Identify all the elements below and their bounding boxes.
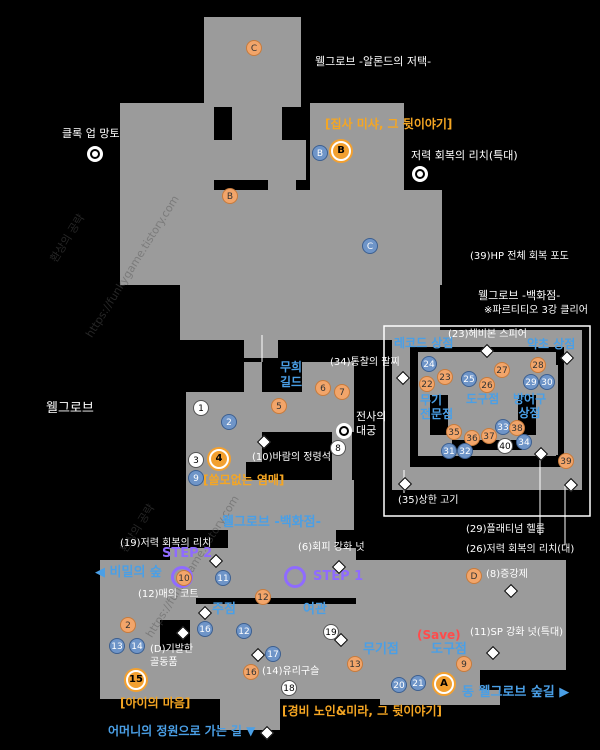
item-pin[interactable]: 12 bbox=[236, 623, 252, 639]
label-dance-guild: 무희 길드 bbox=[280, 360, 303, 389]
item-pin[interactable]: 39 bbox=[558, 453, 574, 469]
item-pin[interactable]: 9 bbox=[188, 470, 204, 486]
item-pin[interactable]: 14 bbox=[129, 638, 145, 654]
target-ring-cloak[interactable] bbox=[87, 146, 103, 162]
item-pin[interactable]: 13 bbox=[109, 638, 125, 654]
item-pin[interactable]: 24 bbox=[421, 356, 437, 372]
label-east-forest: 동 웰그로브 숲길 ▶ bbox=[462, 685, 570, 700]
label-mp-center: (19)저력 회복의 리치 bbox=[120, 538, 212, 549]
label-platinum: (29)플래티넘 헬름 bbox=[466, 524, 545, 535]
label-aldred-mansion: 웰그로브 -알론드의 저택- bbox=[315, 55, 432, 68]
item-pin[interactable]: 20 bbox=[391, 677, 407, 693]
item-pin[interactable]: 17 bbox=[265, 646, 281, 662]
item-pin[interactable]: B bbox=[312, 145, 328, 161]
item-pin[interactable]: 2 bbox=[120, 617, 136, 633]
label-hp-grape: (39)HP 전체 회복 포도 bbox=[470, 251, 569, 262]
label-mother-garden: 어머니의 정원으로 가는 길 ▼ bbox=[108, 724, 256, 738]
npc-marker-b[interactable]: B bbox=[331, 141, 351, 161]
item-pin[interactable]: 5 bbox=[271, 398, 287, 414]
item-pin[interactable]: 12 bbox=[255, 589, 271, 605]
npc-marker-15[interactable]: 15 bbox=[126, 670, 146, 690]
label-cloak: 클록 업 망토 bbox=[62, 127, 120, 140]
label-antique: (D)기발한 골동품 bbox=[150, 644, 194, 668]
item-pin[interactable]: 40 bbox=[497, 438, 513, 454]
item-pin[interactable]: 27 bbox=[494, 362, 510, 378]
item-pin[interactable]: 36 bbox=[464, 430, 480, 446]
item-pin[interactable]: 13 bbox=[347, 656, 363, 672]
item-pin[interactable]: 18 bbox=[281, 680, 297, 696]
item-pin[interactable]: 34 bbox=[516, 434, 532, 450]
item-pin[interactable]: 16 bbox=[243, 664, 259, 680]
npc-marker-4[interactable]: 4 bbox=[209, 449, 229, 469]
item-pin[interactable]: 23 bbox=[437, 369, 453, 385]
label-regen-nut: (6)회피 강화 넛 bbox=[298, 542, 365, 553]
label-dept-center: 웰그로브 -백화점- bbox=[222, 515, 322, 530]
item-pin[interactable]: 9 bbox=[456, 656, 472, 672]
item-pin[interactable]: 21 bbox=[410, 675, 426, 691]
item-pin[interactable]: 7 bbox=[334, 384, 350, 400]
item-pin[interactable]: 32 bbox=[457, 443, 473, 459]
label-misha-story: [집사 미샤, 그 뒷이야기] bbox=[325, 117, 453, 131]
label-dept-title: 웰그로브 -백화점- bbox=[478, 289, 561, 302]
item-pin[interactable]: 25 bbox=[461, 371, 477, 387]
item-pin[interactable]: 19 bbox=[323, 624, 339, 640]
item-pin[interactable]: 10 bbox=[176, 570, 192, 586]
label-warrior: 전사의 대궁 bbox=[356, 410, 387, 437]
step1-marker[interactable] bbox=[284, 566, 306, 588]
label-child-heart: [아이의 마음] bbox=[120, 696, 191, 710]
label-yeommae: [쓸모없는 염매] bbox=[203, 473, 285, 487]
label-tool-shop-town: 도구점 bbox=[431, 642, 467, 657]
item-pin[interactable]: 37 bbox=[481, 428, 497, 444]
item-pin[interactable]: 2 bbox=[221, 414, 237, 430]
item-pin[interactable]: 31 bbox=[441, 443, 457, 459]
label-increase: (8)증강제 bbox=[486, 569, 528, 580]
item-pin[interactable]: C bbox=[246, 40, 262, 56]
item-pin[interactable]: 26 bbox=[479, 377, 495, 393]
item-pin[interactable]: 28 bbox=[530, 357, 546, 373]
label-herb-shop: 약초 상점 bbox=[527, 337, 576, 351]
item-pin[interactable]: D bbox=[466, 568, 482, 584]
label-heavy-spear: (23)헤비본 스피어 bbox=[448, 329, 527, 340]
target-ring-warrior[interactable] bbox=[336, 423, 352, 439]
item-pin[interactable]: B bbox=[222, 188, 238, 204]
item-pin[interactable]: 29 bbox=[523, 374, 539, 390]
item-pin[interactable]: 22 bbox=[419, 376, 435, 392]
label-wall-bread: (34)통찰의 팔찌 bbox=[330, 357, 400, 368]
label-save: (Save) bbox=[417, 628, 461, 642]
item-pin[interactable]: 3 bbox=[188, 452, 204, 468]
label-maeui-coat: (12)매의 코트 bbox=[138, 589, 199, 600]
label-record-shop: 레코드 상점 bbox=[394, 336, 454, 350]
label-guard-story: [경비 노인&미라, 그 뒷이야기] bbox=[282, 704, 442, 718]
item-pin[interactable]: 30 bbox=[539, 374, 555, 390]
item-pin[interactable]: 6 bbox=[315, 380, 331, 396]
label-bar: 주점 bbox=[212, 602, 236, 617]
label-secret-forest: ◀ 비밀의 숲 bbox=[95, 565, 162, 580]
target-ring-mp-large[interactable] bbox=[412, 166, 428, 182]
label-wind-stone: (10)바람의 정령석 bbox=[252, 452, 331, 463]
label-sp-nut: (11)SP 강화 넛(특대) bbox=[470, 627, 564, 638]
item-pin[interactable]: 35 bbox=[446, 424, 462, 440]
item-pin[interactable]: 38 bbox=[509, 420, 525, 436]
label-dept-note: ※파르티티오 3강 클리어 bbox=[484, 305, 588, 316]
label-mp-large: 저력 회복의 리치(특대) bbox=[411, 149, 518, 162]
label-weapon-shop-dept: 무기 전문점 bbox=[420, 393, 454, 422]
label-step2: STEP 2 bbox=[162, 546, 213, 561]
item-pin[interactable]: 16 bbox=[197, 621, 213, 637]
item-pin[interactable]: 1 bbox=[193, 400, 209, 416]
label-armor-shop: 방어구 상점 bbox=[513, 392, 547, 421]
label-meat: (35)상한 고기 bbox=[398, 495, 459, 506]
label-weapon-shop: 무기점 bbox=[363, 642, 399, 657]
label-mp-big: (26)저력 회복의 리치(대) bbox=[466, 544, 575, 555]
item-pin[interactable]: C bbox=[362, 238, 378, 254]
item-pin[interactable]: 11 bbox=[215, 570, 231, 586]
label-inn: 여관 bbox=[303, 602, 327, 617]
npc-marker-a[interactable]: A bbox=[434, 674, 454, 694]
label-tool-shop: 도구점 bbox=[466, 392, 500, 406]
label-wellgrove: 웰그로브 bbox=[46, 401, 94, 416]
label-glass: (14)유리구슬 bbox=[262, 666, 320, 677]
item-pin[interactable]: 8 bbox=[330, 440, 346, 456]
label-step1: STEP 1 bbox=[313, 569, 364, 584]
